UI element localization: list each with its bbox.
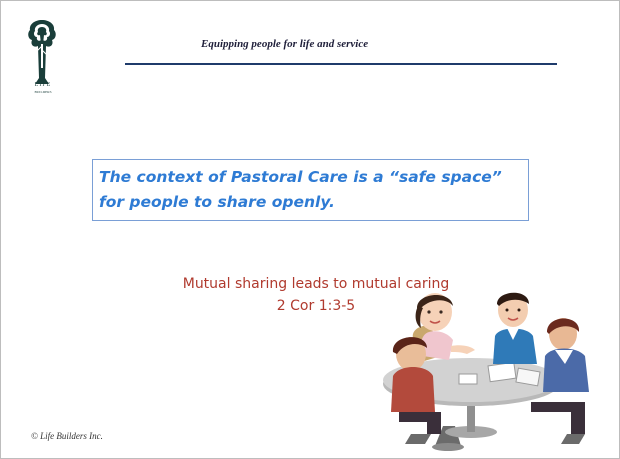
tagline: Equipping people for life and service <box>201 38 369 50</box>
statement-line: Mutual sharing leads to mutual caring <box>182 276 450 292</box>
header-divider <box>125 63 557 65</box>
copyright-text: © Life Builders Inc. <box>31 431 103 441</box>
logo-wordmark: LIFE <box>34 82 52 88</box>
logo-subtitle: BUILDERS <box>34 90 52 94</box>
callout-box: The context of Pastoral Care is a “safe … <box>92 159 529 221</box>
meeting-table-illustration <box>383 292 589 451</box>
main-statement: Mutual sharing leads to mutual caring 2 … <box>176 273 456 317</box>
callout-line-1: The context of Pastoral Care is a “safe … <box>99 168 502 186</box>
scripture-reference: 2 Cor 1:3-5 <box>276 298 356 314</box>
callout-line-2: for people to share openly. <box>99 193 335 211</box>
tree-logo-icon <box>28 20 56 84</box>
